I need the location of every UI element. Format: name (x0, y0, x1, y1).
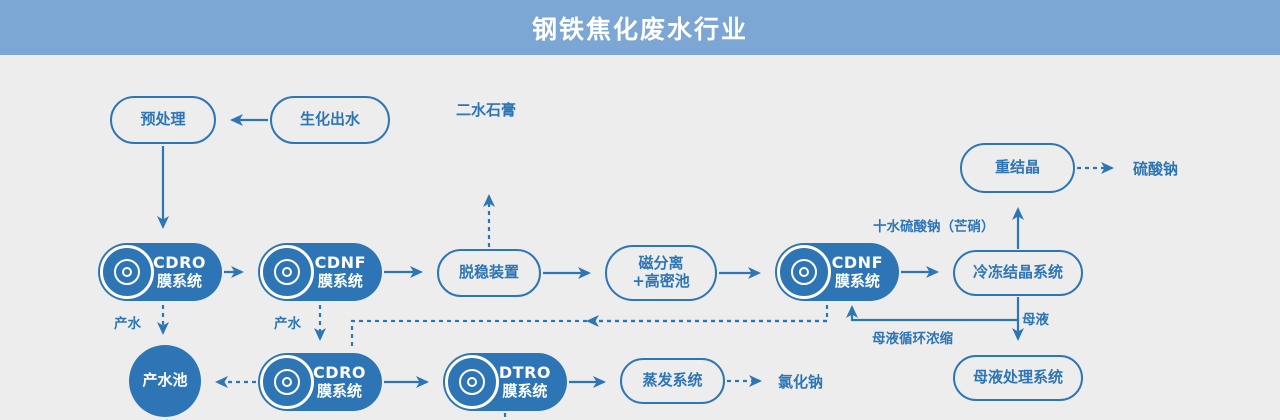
node-bio-effluent-label: 生化出水 (299, 110, 360, 129)
node-freeze-crystallization[interactable]: 冷冻结晶系统 (953, 250, 1083, 296)
node-magsep-line2: +高密池 (632, 272, 690, 290)
node-cdro-bottom-sub: 膜系统 (317, 381, 363, 400)
node-cdnf-top-sub: 膜系统 (317, 271, 363, 290)
node-destabilizer[interactable]: 脱稳装置 (437, 249, 541, 297)
label-glauber-salt: 十水硫酸钠（芒硝） (873, 219, 995, 235)
flow-nodes: 预处理 生化出水 CDRO 膜系统 CDNF 膜系统 (0, 55, 1280, 420)
node-cdnf-right-code: CDNF (831, 252, 883, 272)
label-gypsum: 二水石膏 (456, 101, 517, 119)
node-cdnf-right-sub: 膜系统 (834, 271, 880, 290)
node-dtro-code: DTRO (498, 362, 551, 382)
membrane-disc-icon (777, 245, 831, 299)
node-bio-effluent[interactable]: 生化出水 (270, 96, 390, 144)
node-recrystallization[interactable]: 重结晶 (960, 143, 1075, 193)
label-ml-recirculation: 母液循环浓缩 (872, 331, 953, 347)
membrane-disc-icon (445, 355, 499, 409)
flowchart-canvas: 预处理 生化出水 CDRO 膜系统 CDNF 膜系统 (0, 55, 1280, 420)
label-mother-liquor: 母液 (1022, 312, 1049, 328)
node-magnetic-separation[interactable]: 磁分离 +高密池 (605, 245, 717, 301)
node-dtro-sub: 膜系统 (502, 381, 548, 400)
node-magsep-line1: 磁分离 (638, 254, 684, 273)
node-cdnf-top-code: CDNF (314, 252, 366, 272)
page-header: 钢铁焦化废水行业 (0, 0, 1280, 55)
node-evap-label: 蒸发系统 (642, 371, 703, 390)
node-pretreatment[interactable]: 预处理 (110, 96, 216, 144)
label-product-water-2: 产水 (274, 316, 301, 332)
page-title: 钢铁焦化废水行业 (531, 14, 748, 44)
node-freeze-cryst-label: 冷冻结晶系统 (972, 263, 1063, 282)
membrane-disc-icon (260, 245, 314, 299)
label-product-water-1: 产水 (114, 316, 141, 332)
node-cdro-top-sub: 膜系统 (157, 271, 203, 290)
membrane-disc-icon (100, 245, 154, 299)
label-sodium-sulfate: 硫酸钠 (1133, 160, 1179, 178)
edge-cdnf2-recycle-to-cdro2 (350, 305, 829, 346)
flow-connectors (157, 114, 1114, 420)
node-product-water-pool[interactable]: 产水池 (129, 345, 201, 417)
node-cdro-bottom-code: CDRO (313, 362, 366, 382)
node-destabilizer-label: 脱稳装置 (458, 263, 519, 282)
edge-ml-recirculation (846, 305, 1018, 322)
node-mlsys-label: 母液处理系统 (972, 368, 1063, 387)
node-evaporation-system[interactable]: 蒸发系统 (620, 358, 725, 404)
label-sodium-chloride: 氯化钠 (778, 373, 824, 391)
node-recryst-label: 重结晶 (994, 158, 1040, 177)
node-pretreatment-label: 预处理 (140, 110, 186, 129)
membrane-disc-icon (260, 355, 314, 409)
node-pool-label: 产水池 (142, 371, 188, 390)
node-cdro-top-code: CDRO (153, 252, 206, 272)
node-mother-liquor-system[interactable]: 母液处理系统 (953, 355, 1083, 401)
